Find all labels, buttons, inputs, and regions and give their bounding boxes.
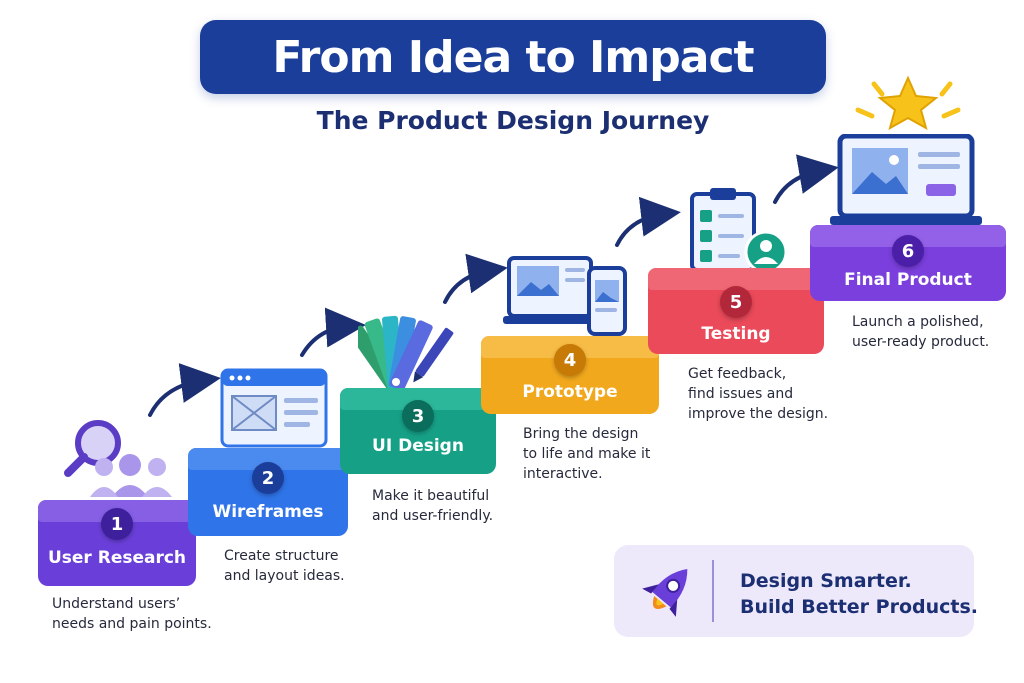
curved-arrow-icon [443, 253, 508, 304]
wireframe-icon [220, 368, 328, 448]
step-4-description: Bring the design to life and make it int… [523, 426, 651, 482]
devices-icon [503, 256, 627, 336]
step-2-number: 2 [252, 462, 284, 494]
step-2-description: Create structure and layout ideas. [224, 548, 345, 584]
step-2-block: 2 Wireframes [188, 448, 348, 536]
step-6-block: 6 Final Product [810, 225, 1006, 301]
curved-arrow-icon [615, 196, 681, 247]
page-title: From Idea to Impact [272, 31, 754, 83]
step-3-label: UI Design [372, 436, 464, 456]
step-1-description: Understand users’ needs and pain points. [52, 596, 212, 632]
step-1-label: User Research [47, 548, 187, 568]
step-6-number: 6 [892, 235, 924, 267]
step-2-label: Wireframes [212, 502, 324, 522]
step-5-label: Testing [701, 324, 771, 344]
step-3-block: 3 UI Design [340, 388, 496, 474]
curved-arrow-icon [148, 363, 221, 417]
checklist-user-icon [690, 188, 788, 274]
title-banner: From Idea to Impact [200, 20, 826, 94]
step-1-block: 1 User Research [38, 500, 196, 586]
step-5-number: 5 [720, 286, 752, 318]
step-6-label: Final Product [844, 270, 972, 290]
magnifier-users-icon [64, 420, 172, 497]
rocket-icon [642, 569, 688, 617]
step-1-number: 1 [101, 508, 133, 540]
callout-line-1: Design Smarter. [740, 570, 912, 592]
star-burst-icon [855, 75, 961, 130]
callout-divider [712, 560, 714, 622]
step-3-number: 3 [402, 400, 434, 432]
curved-arrow-icon [773, 154, 839, 204]
color-swatch-icon [358, 315, 454, 392]
step-3-description: Make it beautiful and user-friendly. [372, 488, 494, 524]
laptop-icon [830, 134, 982, 225]
step-4-label: Prototype [522, 382, 618, 402]
callout-line-2: Build Better Products. [740, 596, 979, 618]
page-subtitle: The Product Design Journey [316, 106, 710, 135]
step-5-description: Get feedback, find issues and improve th… [688, 366, 829, 422]
step-5-block: 5 Testing [648, 268, 824, 354]
curved-arrow-icon [300, 307, 366, 357]
step-4-number: 4 [554, 344, 586, 376]
step-4-block: 4 Prototype [481, 336, 659, 414]
callout-text: Design Smarter. Build Better Products. [740, 568, 978, 620]
step-6-description: Launch a polished, user-ready product. [852, 314, 990, 350]
